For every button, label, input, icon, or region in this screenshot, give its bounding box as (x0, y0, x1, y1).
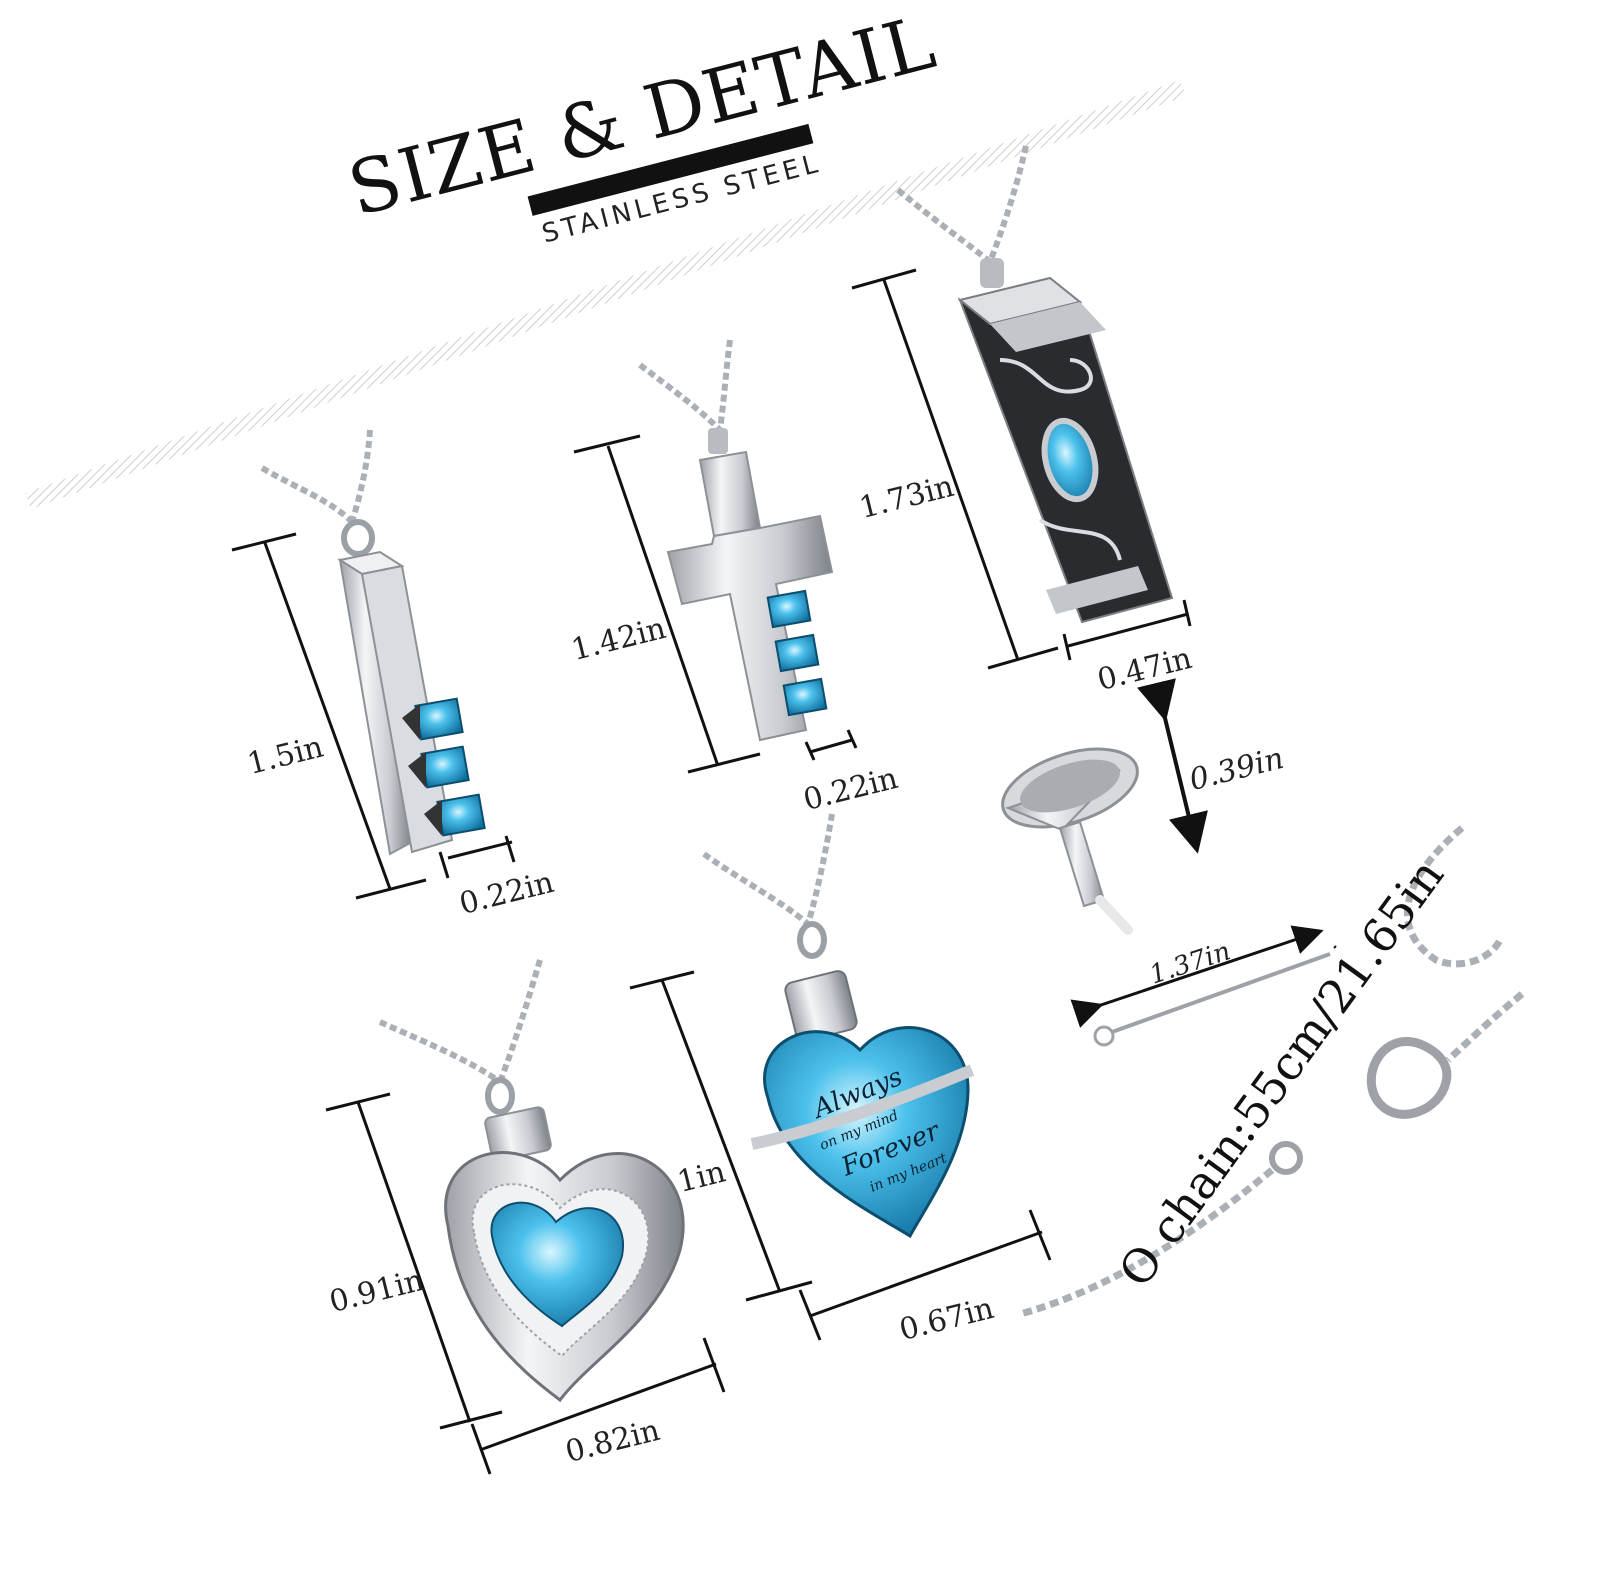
bar-pendant (231, 429, 516, 900)
heart-left-pendant (325, 959, 726, 1475)
cross-pendant (573, 339, 858, 774)
funnel (1001, 678, 1208, 935)
fill-tool (1070, 925, 1331, 1047)
cylinder-pendant (851, 145, 1192, 670)
heart-right-pendant: Always on my mind Forever in my heart (629, 813, 1052, 1341)
hatched-band (25, 80, 1186, 509)
bar-gems (402, 697, 486, 837)
chain (1019, 825, 1525, 1318)
cross-gems (766, 589, 828, 717)
